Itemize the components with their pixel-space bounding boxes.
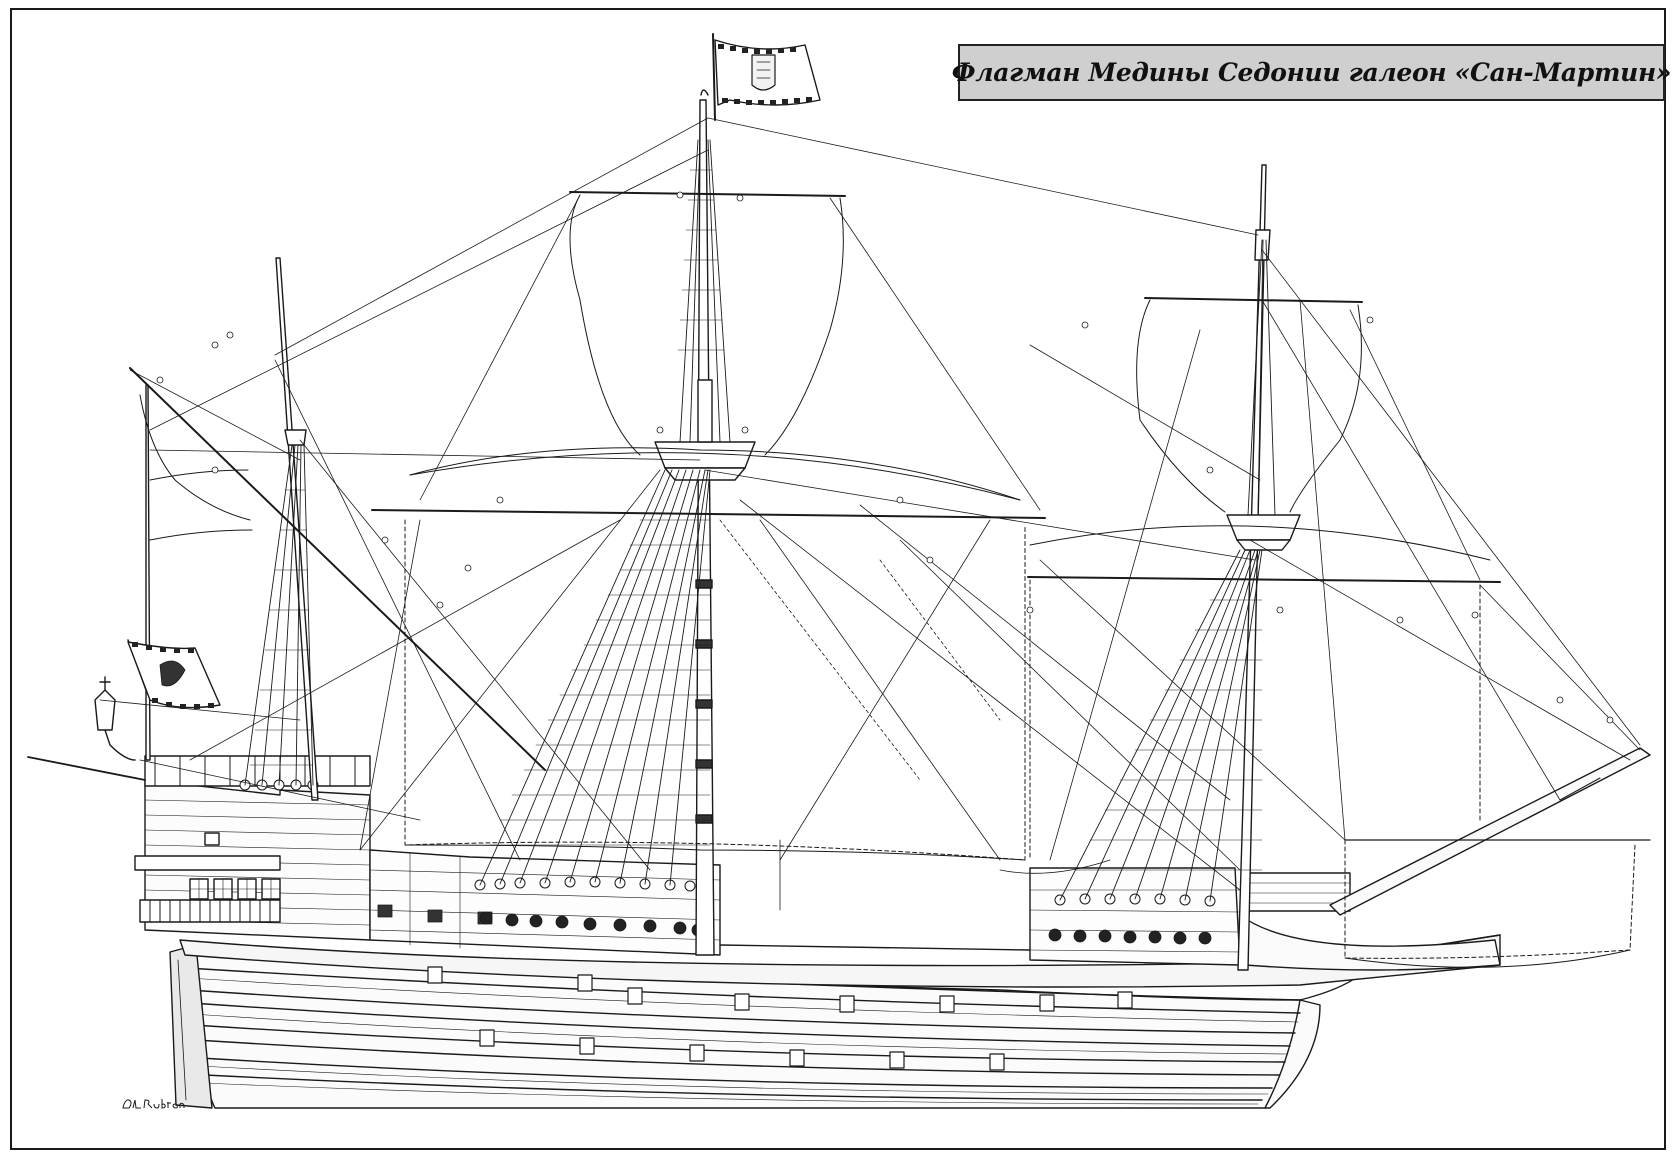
waist-and-forecastle (369, 849, 1501, 971)
running-rigging (99, 117, 1641, 911)
title-banner: Флагман Медины Седонии галеон «Сан-Марти… (952, 44, 1672, 101)
sails (139, 194, 1636, 968)
mizzen-mast (145, 257, 319, 801)
yards (27, 191, 1501, 781)
rigging-blocks (156, 191, 1614, 724)
sterncastle (94, 676, 371, 941)
main-flag (714, 39, 821, 106)
bowsprit (1329, 747, 1651, 916)
artist-signature (122, 1099, 185, 1109)
stern-flag (127, 639, 221, 709)
hull (169, 934, 1501, 1109)
fore-mast (1226, 164, 1301, 971)
shrouds (244, 139, 1276, 902)
ratlines (249, 169, 1263, 871)
drawing-title: Флагман Медины Седонии галеон «Сан-Марти… (951, 58, 1672, 87)
cannons-and-deadeyes (479, 911, 1212, 945)
